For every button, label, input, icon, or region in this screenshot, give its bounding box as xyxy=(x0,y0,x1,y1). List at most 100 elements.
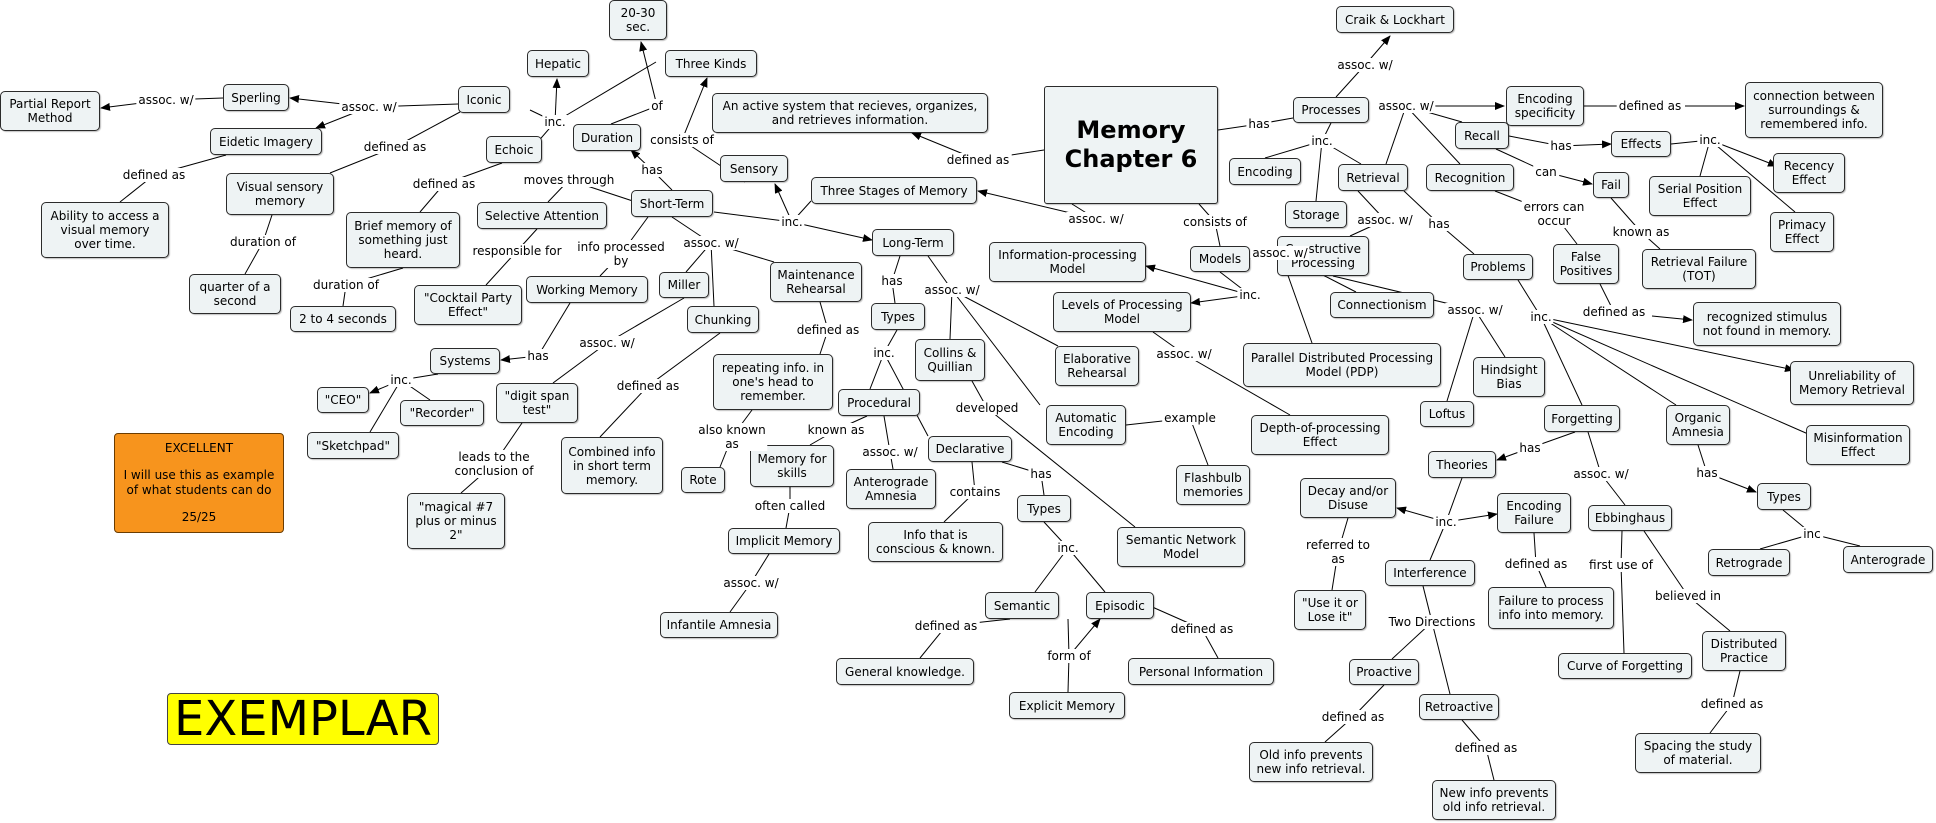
label-defined-as: defined as xyxy=(410,177,478,191)
label-contains: contains xyxy=(947,485,1003,499)
label-often-called: often called xyxy=(752,499,828,513)
node-automatic-encoding: Automatic Encoding xyxy=(1046,405,1126,445)
connector-line xyxy=(1540,316,1795,373)
label-errors-can-occur: errors can occur xyxy=(1521,200,1587,228)
connector-line xyxy=(949,289,953,340)
node-repeating-info: repeating info. in one's head to remembe… xyxy=(713,354,833,410)
node-recorder: "Recorder" xyxy=(400,400,484,426)
label-inc: inc xyxy=(1801,527,1823,541)
connector-line xyxy=(1540,316,1816,438)
node-levels-of-processing: Levels of Processing Model xyxy=(1053,292,1191,332)
node-information-processing-model: Information-processing Model xyxy=(989,242,1146,282)
label-known-as: known as xyxy=(1610,225,1672,239)
node-memory-for-skills: Memory for skills xyxy=(750,445,834,487)
label-inc: inc. xyxy=(871,346,897,360)
node-combined-info: Combined info in short term memory. xyxy=(561,437,663,494)
node-failure-to-process: Failure to process info into memory. xyxy=(1488,587,1614,629)
node-connection-def: connection between surroundings & rememb… xyxy=(1745,82,1883,138)
grade-title: EXCELLENT xyxy=(164,441,234,455)
connector-line xyxy=(1183,353,1291,416)
label-can: can xyxy=(1533,165,1559,179)
grade-comment-line1: I will use this as example xyxy=(123,468,275,482)
label-inc: inc. xyxy=(779,215,805,229)
connector-line xyxy=(1431,621,1451,695)
node-processes: Processes xyxy=(1293,97,1369,123)
label-known-as: known as xyxy=(805,423,867,437)
node-unreliability: Unreliability of Memory Retrieval xyxy=(1790,361,1914,405)
node-maintenance-rehearsal: Maintenance Rehearsal xyxy=(770,262,862,302)
connector-line xyxy=(599,385,649,438)
label-assoc: assoc. w/ xyxy=(136,93,196,107)
node-encoding-failure: Encoding Failure xyxy=(1497,493,1571,533)
node-memory-chapter-6: Memory Chapter 6 xyxy=(1044,86,1218,204)
node-short-term: Short-Term xyxy=(631,190,713,217)
grade-comment-line2: of what students can do xyxy=(126,483,272,497)
label-inc: inc. xyxy=(1055,541,1081,555)
node-visual-sensory-memory: Visual sensory memory xyxy=(226,173,334,215)
label-defined-as: defined as xyxy=(912,619,980,633)
label-also-known-as: also known as xyxy=(696,423,768,451)
node-working-memory: Working Memory xyxy=(526,276,648,303)
label-has: has xyxy=(1517,441,1543,455)
node-encoding-specificity: Encoding specificity xyxy=(1506,86,1584,126)
node-pdp-model: Parallel Distributed Processing Model (P… xyxy=(1243,343,1441,387)
node-quarter-second: quarter of a second xyxy=(189,274,281,314)
node-problems: Problems xyxy=(1463,254,1533,280)
connector-line xyxy=(552,78,561,123)
node-spacing-study: Spacing the study of material. xyxy=(1635,733,1761,773)
label-responsible-for: responsible for xyxy=(470,244,564,258)
node-types-long-term: Types xyxy=(871,303,925,330)
label-defined-as: defined as xyxy=(1168,622,1236,636)
node-sketchpad: "Sketchpad" xyxy=(307,432,399,459)
node-digit-span-test: "digit span test" xyxy=(496,383,578,423)
label-duration-of: duration of xyxy=(228,235,298,249)
label-defined-as: defined as xyxy=(614,379,682,393)
label-inc: inc. xyxy=(1528,310,1554,324)
connector-line xyxy=(1145,264,1251,296)
label-consists-of: consists of xyxy=(1181,215,1249,229)
label-defined-as: defined as xyxy=(361,140,429,154)
node-models: Models xyxy=(1190,246,1250,272)
node-types-declarative: Types xyxy=(1017,495,1071,522)
node-recall: Recall xyxy=(1455,122,1509,149)
label-assoc: assoc. w/ xyxy=(1445,303,1505,317)
node-brief-memory: Brief memory of something just heard. xyxy=(346,212,460,268)
label-assoc: assoc. w/ xyxy=(1250,246,1310,260)
label-has: has xyxy=(1548,139,1574,153)
node-types-amnesia: Types xyxy=(1757,483,1811,510)
label-inc: inc. xyxy=(1237,288,1263,302)
grade-score: 25/25 xyxy=(181,510,217,524)
node-use-it-lose-it: "Use it or Lose it" xyxy=(1294,590,1366,630)
node-effects: Effects xyxy=(1611,131,1671,157)
connector-line xyxy=(1643,530,1689,597)
label-duration-of: duration of xyxy=(311,278,381,292)
node-serial-position: Serial Position Effect xyxy=(1649,176,1751,216)
label-has: has xyxy=(879,274,905,288)
node-recognized-stimulus: recognized stimulus not found in memory. xyxy=(1693,302,1841,346)
node-cocktail-party: "Cocktail Party Effect" xyxy=(414,285,522,325)
exemplar-banner: EXEMPLAR xyxy=(167,693,439,745)
label-leads-to-conclusion: leads to the conclusion of xyxy=(452,450,536,478)
label-assoc: assoc. w/ xyxy=(1376,99,1436,113)
node-decay-disuse: Decay and/or Disuse xyxy=(1300,478,1396,518)
connector-line xyxy=(1385,105,1407,165)
label-defined-as: defined as xyxy=(1616,99,1684,113)
connector-line xyxy=(639,41,658,107)
connector-line xyxy=(1445,477,1463,523)
node-collins-quillian: Collins & Quillian xyxy=(915,339,985,381)
connector-line xyxy=(554,61,657,123)
connector-line xyxy=(791,221,873,242)
label-assoc: assoc. w/ xyxy=(1066,212,1126,226)
connector-line xyxy=(1405,105,1461,165)
node-flashbulb-memories: Flashbulb memories xyxy=(1176,465,1250,505)
connector-line xyxy=(1315,140,1323,202)
node-partial-report: Partial Report Method xyxy=(0,91,100,131)
connector-line xyxy=(1034,547,1069,593)
node-recognition: Recognition xyxy=(1426,164,1514,191)
node-new-info-prevents: New info prevents old info retrieval. xyxy=(1432,780,1556,820)
node-2-to-4-seconds: 2 to 4 seconds xyxy=(290,306,396,332)
node-episodic: Episodic xyxy=(1086,592,1154,619)
node-long-term: Long-Term xyxy=(872,229,954,256)
label-has: has xyxy=(1426,217,1452,231)
label-defined-as: defined as xyxy=(944,153,1012,167)
